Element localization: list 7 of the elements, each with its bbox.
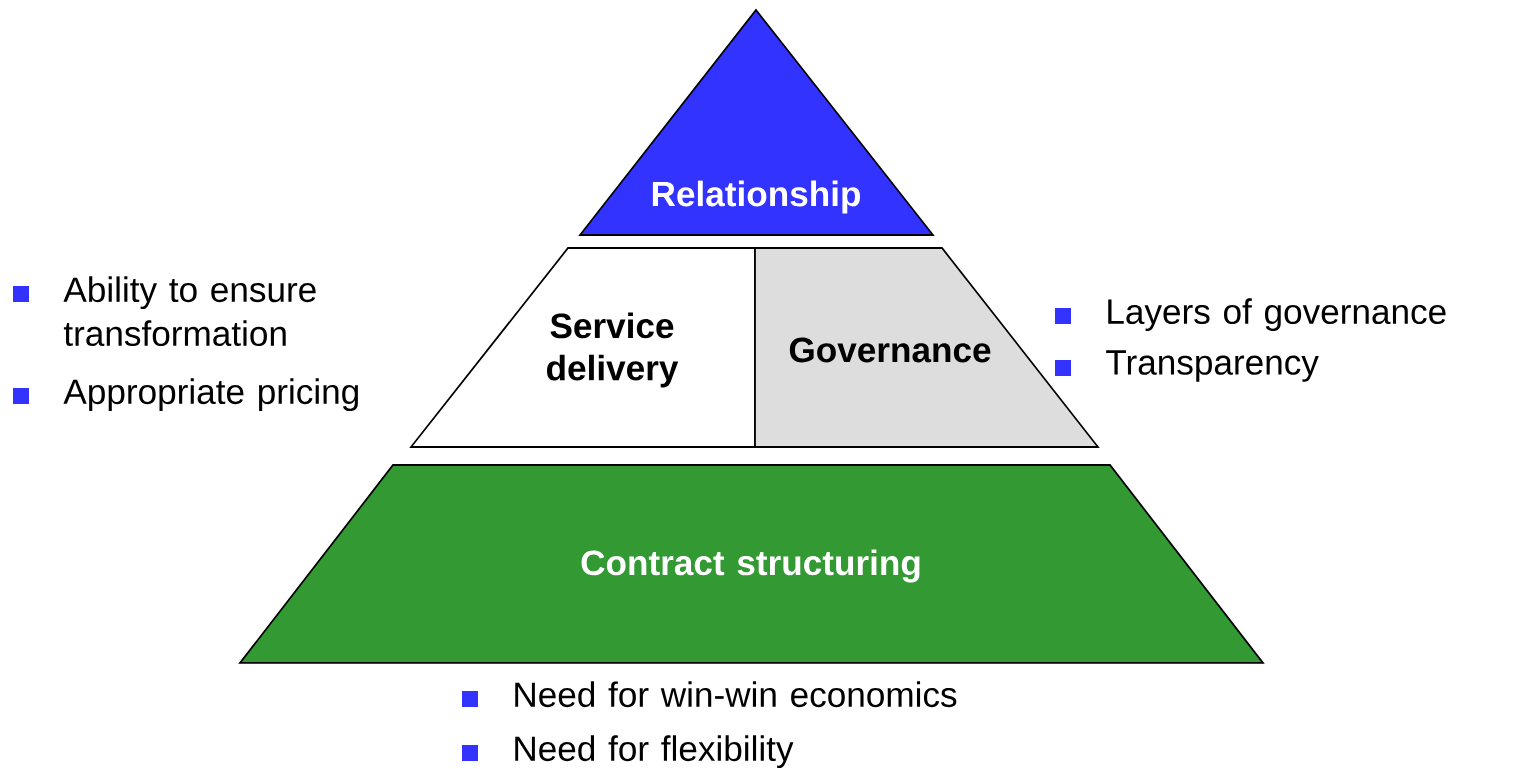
bullet-text: Layers of governance (1108, 298, 1446, 332)
bullet-text: Ability to ensure transformation (63, 276, 316, 347)
bullet-text: Transparency (1106, 350, 1319, 382)
bullet-text: Need for flexibility (515, 735, 794, 769)
pyramid-segment: Governance (754, 247, 1100, 448)
bullet-text: Need for win-win economics (515, 681, 957, 708)
bullet-text: Appropriate pricing (63, 378, 358, 412)
